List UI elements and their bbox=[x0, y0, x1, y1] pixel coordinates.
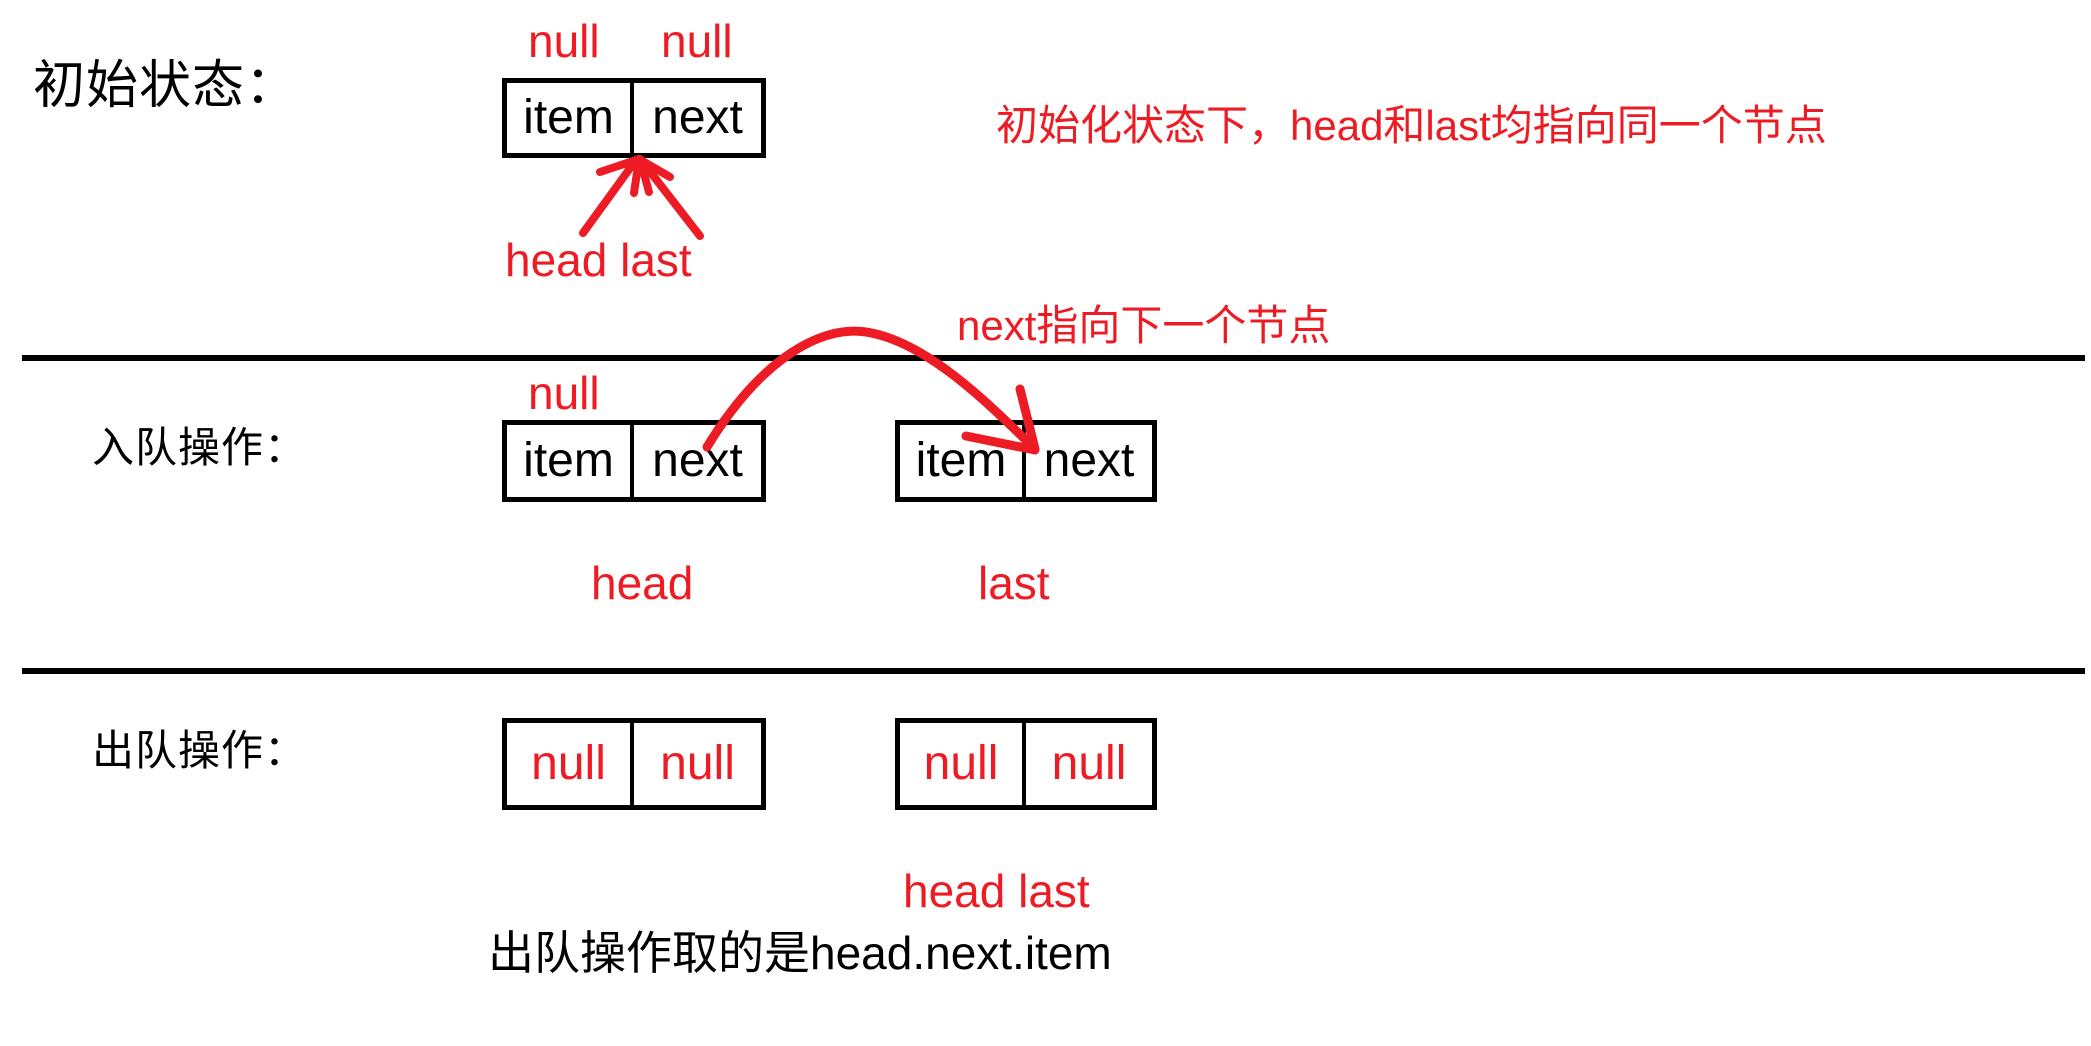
enqueue-node-1-next-cell: next bbox=[652, 434, 743, 487]
dequeue-node-1-next-cell: null bbox=[660, 737, 735, 790]
dequeue-node-2-item-cell: null bbox=[900, 723, 1026, 805]
dequeue-node-1-box: null null bbox=[502, 718, 766, 810]
enqueue-head-pointer-label: head bbox=[591, 557, 694, 609]
enqueue-null-annotation: null bbox=[528, 367, 600, 419]
enqueue-next-pointer-note: next指向下一个节点 bbox=[957, 302, 1331, 349]
initial-state-note: 初始化状态下，head和last均指向同一个节点 bbox=[996, 102, 1827, 149]
initial-null-item-annotation: null bbox=[528, 15, 600, 67]
enqueue-node-1-item-cell: item bbox=[507, 425, 634, 497]
enqueue-node-2-next-cell: next bbox=[1043, 434, 1135, 487]
enqueue-node-1-box: item next bbox=[502, 420, 766, 502]
dequeue-head-last-pointer-label: head last bbox=[903, 865, 1090, 917]
initial-state-label: 初始状态： bbox=[33, 57, 299, 115]
enqueue-node-2-box: item next bbox=[895, 420, 1157, 502]
initial-null-next-annotation: null bbox=[661, 15, 733, 67]
dequeue-node-2-box: null null bbox=[895, 718, 1157, 810]
initial-node-box: item next bbox=[502, 78, 766, 158]
section-divider-1 bbox=[22, 355, 2085, 361]
enqueue-label: 入队操作： bbox=[92, 424, 308, 471]
enqueue-node-2-item-cell: item bbox=[900, 425, 1026, 497]
dequeue-caption: 出队操作取的是head.next.item bbox=[488, 927, 1112, 979]
section-divider-2 bbox=[22, 668, 2085, 674]
initial-node-next-cell: next bbox=[652, 91, 743, 144]
enqueue-last-pointer-label: last bbox=[978, 557, 1050, 609]
dequeue-label: 出队操作： bbox=[92, 727, 308, 774]
initial-node-item-cell: item bbox=[507, 83, 634, 153]
dequeue-node-2-next-cell: null bbox=[1051, 737, 1127, 790]
initial-head-last-pointer-label: head last bbox=[505, 234, 692, 286]
dequeue-node-1-item-cell: null bbox=[507, 723, 634, 805]
